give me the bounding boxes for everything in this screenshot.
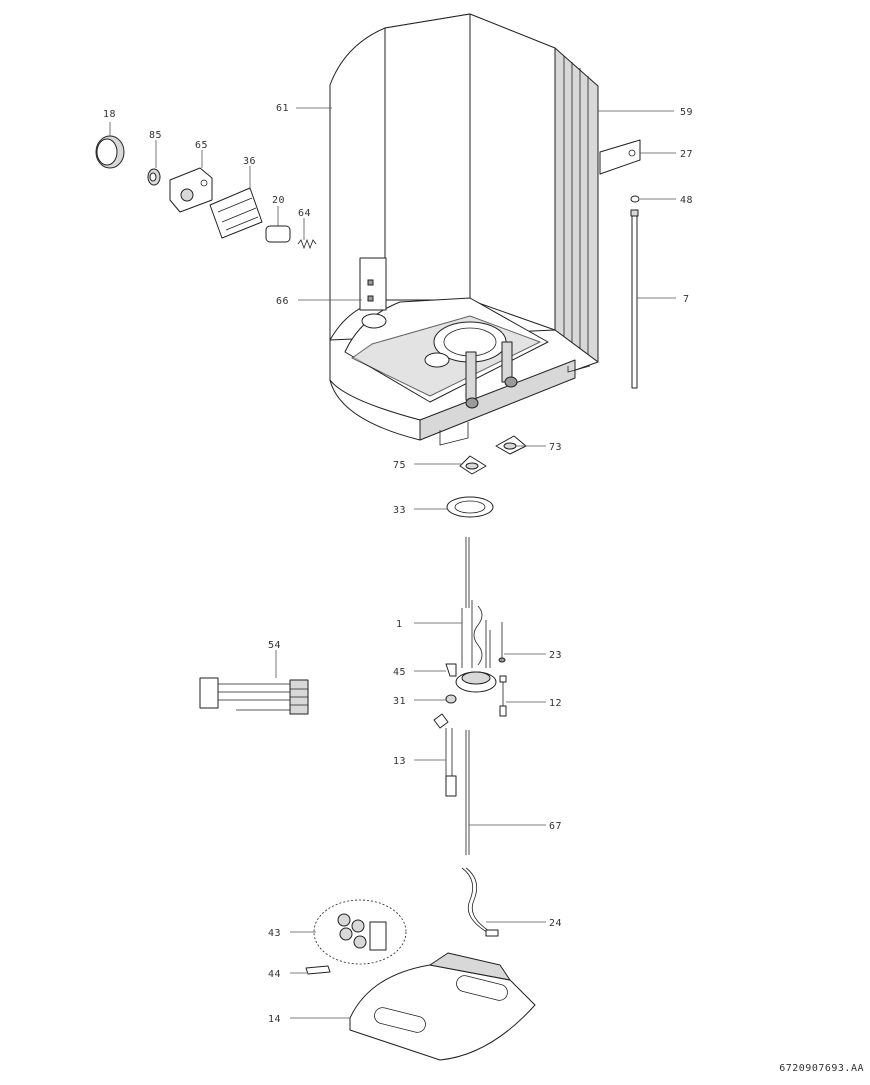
callout-61: 61: [276, 103, 289, 114]
drawing-number: 6720907693.AA: [779, 1063, 864, 1074]
front-cap-18: [95, 135, 125, 169]
gasket-73: [495, 435, 527, 455]
callout-27: 27: [680, 149, 693, 160]
callout-59: 59: [680, 107, 693, 118]
callout-36: 36: [243, 156, 256, 167]
wire-harness-24: [461, 867, 499, 937]
leader-lines: [109, 107, 676, 1019]
element-bracket-45: [445, 663, 457, 677]
anode-rod-7: [630, 209, 639, 389]
callout-14: 14: [268, 1014, 281, 1025]
clip-44: [305, 965, 331, 975]
callout-23: 23: [549, 650, 562, 661]
knob-20: [265, 225, 291, 243]
gasket-75: [459, 455, 487, 475]
tank-housing: [329, 13, 641, 446]
thermostat-13: [433, 713, 457, 797]
thermostat-bracket-65: [169, 167, 213, 213]
terminal-block-54: [199, 677, 309, 715]
o-ring-48: [630, 195, 640, 203]
callout-31: 31: [393, 696, 406, 707]
fittings-kit-43: [313, 899, 407, 965]
spring-64: [297, 238, 317, 250]
callout-7: 7: [683, 294, 690, 305]
callout-33: 33: [393, 505, 406, 516]
callout-75: 75: [393, 460, 406, 471]
callout-65: 65: [195, 140, 208, 151]
callout-24: 24: [549, 918, 562, 929]
callout-73: 73: [549, 442, 562, 453]
callout-1: 1: [396, 619, 403, 630]
control-board-36: [209, 187, 263, 239]
callout-43: 43: [268, 928, 281, 939]
callout-64: 64: [298, 208, 311, 219]
callout-13: 13: [393, 756, 406, 767]
heating-element-1: [455, 537, 497, 693]
callout-18: 18: [103, 109, 116, 120]
callout-labels: 61 59 27 48 7 18 85 65 36 20 64 66 73 75…: [103, 103, 864, 1074]
callout-44: 44: [268, 969, 281, 980]
connector-12: [499, 675, 507, 717]
bushing-85: [147, 168, 161, 186]
callout-54: 54: [268, 640, 281, 651]
callout-85: 85: [149, 130, 162, 141]
callout-66: 66: [276, 296, 289, 307]
callout-48: 48: [680, 195, 693, 206]
sensor-rod-67: [465, 730, 470, 855]
thermostat-probe-23: [498, 622, 506, 663]
nut-31: [445, 694, 457, 704]
callout-67: 67: [549, 821, 562, 832]
flange-seal-33: [446, 496, 494, 518]
callout-20: 20: [272, 195, 285, 206]
callout-12: 12: [549, 698, 562, 709]
callout-45: 45: [393, 667, 406, 678]
bottom-cover-14: [349, 952, 536, 1061]
